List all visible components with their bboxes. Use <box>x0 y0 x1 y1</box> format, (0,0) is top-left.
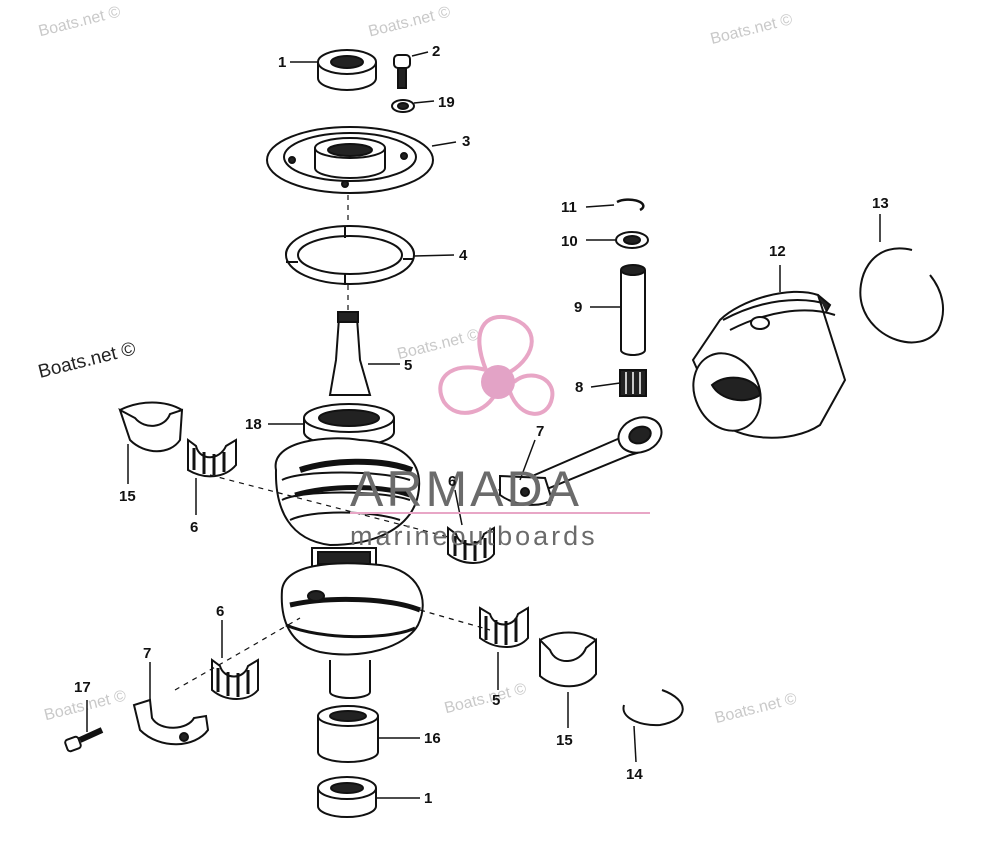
callout-17: 17 <box>74 679 91 696</box>
part-9-piston-pin <box>620 264 646 356</box>
part-15-bearing-liner-left <box>118 401 184 453</box>
callout-2: 2 <box>432 43 440 60</box>
callout-18: 18 <box>245 416 262 433</box>
part-2-screw <box>393 54 411 89</box>
part-7-connecting-rod <box>497 416 663 506</box>
callout-7-cap: 7 <box>143 645 151 662</box>
part-14-retaining-ring <box>622 689 684 727</box>
part-1-oil-seal-top <box>317 49 377 91</box>
part-6-needle-cage-center <box>447 526 495 564</box>
callout-11: 11 <box>561 199 577 216</box>
part-10-washer <box>615 231 649 249</box>
callout-15-right: 15 <box>556 732 573 749</box>
callout-1-bottom: 1 <box>424 790 432 807</box>
callout-4: 4 <box>459 247 468 264</box>
callout-8: 8 <box>575 379 583 396</box>
part-17-cap-screw <box>64 727 104 753</box>
part-7-rod-cap <box>132 698 210 746</box>
callout-10: 10 <box>561 233 578 250</box>
callout-6-center: 6 <box>448 473 456 490</box>
brand-name: ARMADA <box>350 461 582 517</box>
part-19-lockwasher <box>391 99 415 113</box>
part-16-roller-bearing <box>317 705 379 763</box>
part-6-needle-cage-lower <box>211 658 259 700</box>
parts <box>64 49 945 818</box>
callout-14: 14 <box>626 766 643 783</box>
part-15-bearing-liner-right <box>539 631 597 688</box>
brand-tagline: marineoutboards <box>350 521 598 551</box>
brand-overlay: ARMADA marineoutboards <box>350 314 650 551</box>
callout-labels: 1 2 19 3 4 11 10 13 12 9 5 8 18 7 15 6 6… <box>74 43 889 807</box>
callout-3: 3 <box>462 133 470 150</box>
part-5-crankshaft <box>274 311 424 699</box>
watermark-top-right: Boats.net © <box>709 11 795 48</box>
callout-7-rod: 7 <box>536 423 544 440</box>
part-1-oil-seal-bottom <box>317 776 377 818</box>
watermark-top-center: Boats.net © <box>367 4 453 41</box>
watermark-bottom-right: Boats.net © <box>713 690 799 727</box>
callout-19: 19 <box>438 94 455 111</box>
callout-5-top: 5 <box>404 357 412 374</box>
callout-6-left: 6 <box>190 519 198 536</box>
callout-12: 12 <box>769 243 786 260</box>
callout-9: 9 <box>574 299 582 316</box>
part-8-needle-bearing <box>619 369 647 397</box>
watermark-top-left: Boats.net © <box>37 3 123 40</box>
part-4-gasket <box>284 225 416 285</box>
assembly-lines <box>174 195 491 691</box>
callout-6-lower: 6 <box>216 603 224 620</box>
watermark-bottom-center: Boats.net © <box>443 680 529 717</box>
part-6-needle-cage-left <box>187 438 237 478</box>
part-3-upper-bearing-cap <box>266 126 434 194</box>
part-needle-cage-right <box>479 606 529 648</box>
propeller-hub <box>481 365 515 399</box>
part-12-piston <box>691 290 847 439</box>
leader-lines <box>86 51 881 799</box>
watermark-primary: Boats.net © <box>36 338 138 382</box>
part-11-retaining-ring <box>616 198 645 212</box>
callout-5-lower: 5 <box>492 692 500 709</box>
callout-1-top: 1 <box>278 54 286 71</box>
part-13-piston-ring <box>859 247 945 344</box>
callout-13: 13 <box>872 195 889 212</box>
propeller-logo <box>438 314 555 416</box>
callout-16: 16 <box>424 730 441 747</box>
callout-15-left: 15 <box>119 488 136 505</box>
